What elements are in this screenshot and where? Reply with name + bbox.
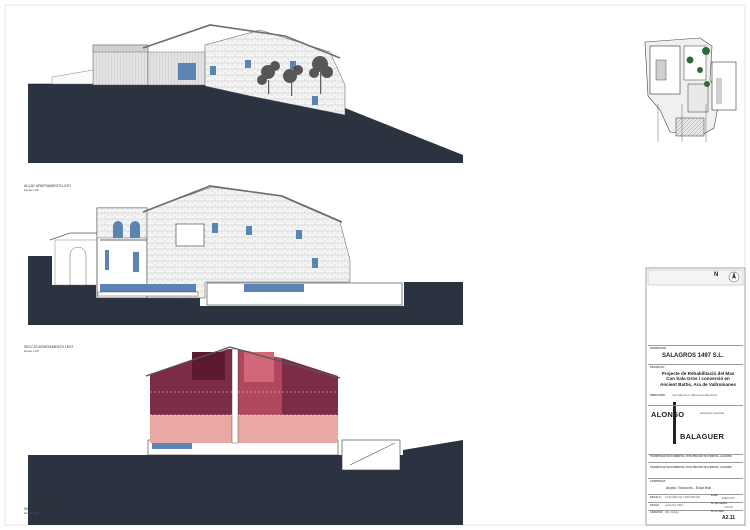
elevation-drawing xyxy=(28,24,463,163)
project-title: Projecte de Rehabilitació del Mas Can Sa… xyxy=(660,371,736,387)
date-label: FECHA: xyxy=(650,504,660,507)
contents-value: Alçats / Seccions - Estat final xyxy=(666,486,712,490)
tramitacio-1: TRAMITACIÓ DOCUMENTAL D'UN PROJECTE D'IN… xyxy=(650,455,732,458)
address-value: Can Sala Gros, Vallromanes Barcelona xyxy=(672,394,718,397)
phase-label: FASE xyxy=(711,494,718,497)
section2-label: SECCIÓ APARTAMENTS LEST xyxy=(24,507,74,511)
title-block xyxy=(645,267,746,526)
elevation-window xyxy=(178,63,196,80)
section-drawing xyxy=(28,185,463,325)
section-label: SECCIÓ APARTAMENTS LEST xyxy=(24,345,74,349)
section-scale: Escala 1:100 xyxy=(24,350,39,353)
file-value: 301-13.dwg xyxy=(665,511,679,514)
section2-scale: Escala 1:100 xyxy=(24,512,39,515)
tramitacio-2: TRAMITACIÓ DOCUMENTAL D'UN PROJECTE D'IN… xyxy=(650,466,732,469)
contents-header: CONTINGUT xyxy=(650,480,666,483)
owner-name: SALAGROS 1497 S.L. xyxy=(662,353,724,359)
section-pool-right xyxy=(206,282,403,306)
file-label: ARCHIVO: xyxy=(650,511,663,514)
section2-drawing xyxy=(28,346,463,525)
studio-subtitle: arquitectes associats xyxy=(700,412,725,415)
revision-label: Nº REVISIÓN xyxy=(711,502,727,505)
elevation-scale: Escala 1:100 xyxy=(24,189,39,192)
section2-lower-light xyxy=(150,415,338,443)
plan-label: Nº PLANO xyxy=(711,510,724,513)
elevation-label: ALÇAT APARTAMENTS LEST xyxy=(24,184,72,188)
studio-name-2: BALAGUER xyxy=(680,432,725,441)
north-mark: N xyxy=(714,272,719,278)
phase-value: EXECUTIU xyxy=(722,497,736,500)
elevation-trees xyxy=(257,56,333,96)
studio-name-1: ALONSO xyxy=(651,410,685,419)
key-plan xyxy=(640,37,738,142)
date-value: novembre 2013 xyxy=(665,504,684,507)
address-label: DIRECCIÓN: xyxy=(650,394,666,397)
section-ground xyxy=(28,256,463,325)
elevation-roof xyxy=(142,24,341,59)
scale-label: ESCALA: xyxy=(650,496,662,499)
section-roof xyxy=(142,185,343,223)
scale-value: 1:100 (DIN A1) 1:200 (DIN A3) xyxy=(665,496,701,499)
project-header: PROJECTE: xyxy=(650,366,665,369)
elevation-ground xyxy=(28,84,463,163)
plan-number: A2.11 xyxy=(722,515,736,521)
owner-header: PROPIETARI: xyxy=(650,347,667,350)
section-pool-left xyxy=(100,284,196,292)
section2-roof xyxy=(145,346,341,379)
revision-value: 1:50.00 xyxy=(724,506,733,509)
